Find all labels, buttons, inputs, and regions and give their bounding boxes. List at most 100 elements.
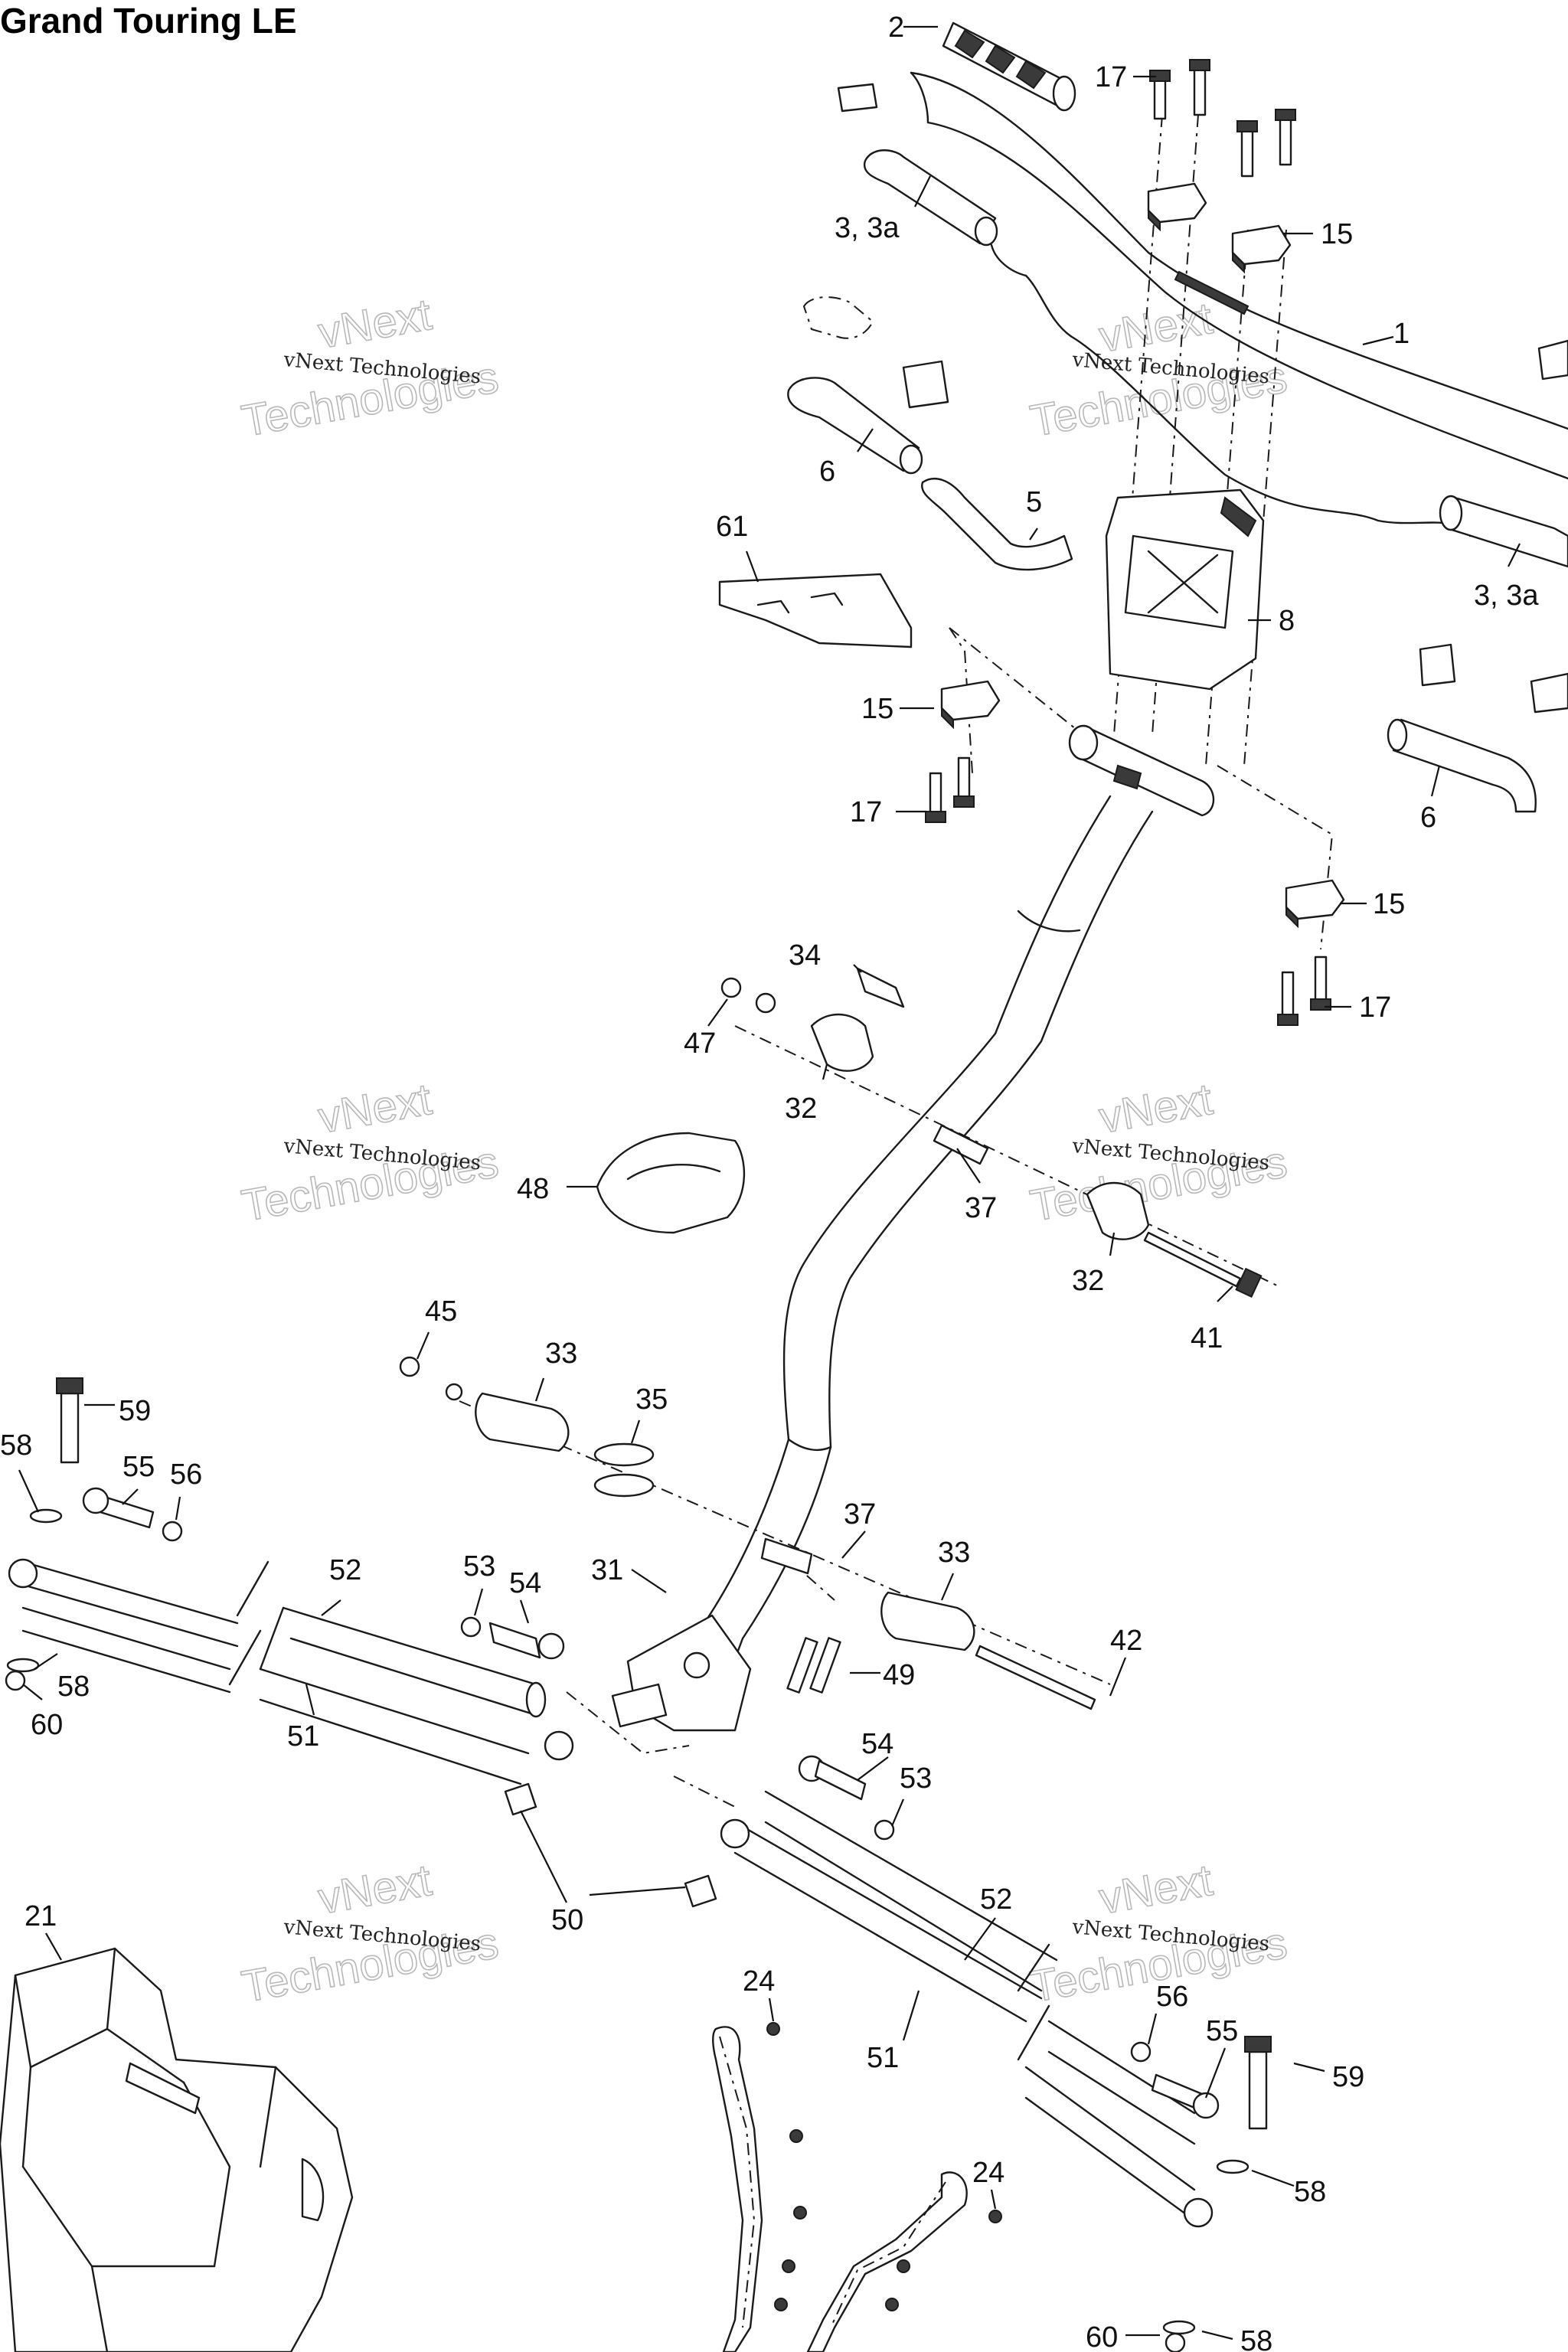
callout-61: 61 xyxy=(716,511,748,543)
end-plug-right xyxy=(1537,339,1568,381)
watermark-left-3: vNext Technologies vNext Technologies xyxy=(237,1854,502,2012)
riser-clamp-mid xyxy=(940,680,1001,730)
cover-48 xyxy=(596,1132,746,1234)
leader-lines xyxy=(18,25,1521,2341)
steering-column xyxy=(611,724,1215,1732)
watermark-left-2: vNext Technologies vNext Technologies xyxy=(237,1073,502,1231)
callout-60: 60 xyxy=(1086,2321,1118,2352)
bolt-42 xyxy=(975,1645,1096,1710)
watermark-large-top: vNext xyxy=(315,289,435,358)
callout-15: 15 xyxy=(861,693,893,725)
callout-21: 21 xyxy=(24,1900,57,1932)
callout-41: 41 xyxy=(1191,1322,1223,1354)
callout-24: 24 xyxy=(743,1965,775,1998)
callout-50: 50 xyxy=(551,1904,583,1936)
callout-24: 24 xyxy=(972,2157,1004,2189)
handlebar-assembly xyxy=(837,21,1568,813)
callout-42: 42 xyxy=(1110,1625,1142,1657)
callout-3-3a: 3, 3a xyxy=(1474,580,1539,612)
callout-3-3a: 3, 3a xyxy=(835,212,900,244)
bolt-41 xyxy=(1143,1231,1242,1288)
callout-49: 49 xyxy=(883,1659,915,1691)
riser-clamp-top-1 xyxy=(1147,182,1207,232)
heater-cable xyxy=(1024,274,1472,537)
callout-32: 32 xyxy=(1072,1265,1104,1297)
watermark-left-1: vNext Technologies vNext Technologies xyxy=(237,289,502,446)
riser-clamp-right xyxy=(1285,879,1345,929)
link-33-upper xyxy=(475,1392,570,1452)
grip-heater-left xyxy=(863,149,1027,277)
end-plug-left xyxy=(837,83,878,113)
callout-56: 56 xyxy=(170,1459,202,1491)
callout-54: 54 xyxy=(861,1728,893,1760)
callout-52: 52 xyxy=(329,1554,361,1586)
bolts-right xyxy=(1277,956,1331,1026)
callout-33: 33 xyxy=(545,1338,577,1370)
callout-17: 17 xyxy=(850,796,882,828)
callout-31: 31 xyxy=(591,1554,623,1586)
watermark-large-top: vNext xyxy=(1096,1855,1216,1924)
callout-48: 48 xyxy=(517,1173,549,1205)
callout-5: 5 xyxy=(1026,486,1042,518)
callout-17: 17 xyxy=(1359,991,1391,1024)
callout-51: 51 xyxy=(287,1720,319,1753)
callout-59: 59 xyxy=(119,1395,151,1427)
callout-2: 2 xyxy=(888,11,904,44)
callout-58: 58 xyxy=(0,1429,32,1462)
grip-tube-left xyxy=(787,377,923,475)
mounting-plate xyxy=(718,573,913,648)
handlebar xyxy=(910,71,1568,430)
lower-mount-hardware xyxy=(399,1356,1096,1710)
clamp-32-upper xyxy=(810,1013,874,1072)
brackets-24 xyxy=(712,2022,1002,2352)
callout-37: 37 xyxy=(844,1498,876,1530)
bushing-34 xyxy=(856,967,905,1008)
callout-58: 58 xyxy=(57,1671,90,1703)
tie-rods-left xyxy=(5,1377,574,1785)
grip-tube-right xyxy=(1387,718,1537,813)
upper-mount-hardware xyxy=(596,967,1263,1298)
bolts-mid xyxy=(925,756,975,823)
instrument-cowl xyxy=(0,1947,354,2352)
diagram-title: Grand Touring LE xyxy=(0,1,297,41)
callout-32: 32 xyxy=(785,1093,817,1125)
watermark-right-2: vNext Technologies vNext Technologies xyxy=(1026,1073,1291,1231)
callout-labels: 2 17 3, 3a 15 1 6 5 61 3, 3a 8 15 17 6 1… xyxy=(0,11,1539,2352)
riser-clamp-top-2 xyxy=(1231,224,1292,274)
callout-52: 52 xyxy=(980,1883,1012,1916)
callout-55: 55 xyxy=(122,1451,155,1483)
watermark-large-top: vNext xyxy=(315,1855,435,1924)
callout-51: 51 xyxy=(867,2042,899,2074)
callout-6: 6 xyxy=(819,456,835,488)
callout-17: 17 xyxy=(1095,61,1127,93)
callout-15: 15 xyxy=(1321,218,1353,250)
handlebar-riser xyxy=(1105,488,1265,691)
callout-37: 37 xyxy=(965,1192,997,1224)
grip-heater-right xyxy=(1439,495,1568,568)
watermark-large-top: vNext xyxy=(315,1074,435,1143)
callout-6: 6 xyxy=(1420,802,1436,834)
callout-53: 53 xyxy=(463,1550,495,1583)
hose xyxy=(921,477,1073,571)
clamp-32-lower xyxy=(1086,1181,1150,1240)
callout-47: 47 xyxy=(684,1027,716,1060)
callout-8: 8 xyxy=(1279,605,1295,637)
callout-59: 59 xyxy=(1332,2061,1364,2093)
callout-34: 34 xyxy=(789,939,821,972)
callout-53: 53 xyxy=(900,1762,932,1795)
grip-left xyxy=(942,21,1076,112)
sleeve xyxy=(902,360,949,409)
spacer-37-lower xyxy=(760,1537,813,1575)
callout-56: 56 xyxy=(1156,1981,1188,2013)
spacer-37-upper xyxy=(933,1124,989,1165)
callout-58: 58 xyxy=(1294,2176,1326,2208)
callout-33: 33 xyxy=(938,1537,970,1569)
callout-15: 15 xyxy=(1373,888,1405,920)
nut-45 xyxy=(399,1356,420,1377)
tie-rods-right xyxy=(504,1755,1272,2352)
left-upper-parts xyxy=(718,296,1345,1026)
link-33-lower xyxy=(880,1591,975,1651)
callout-54: 54 xyxy=(509,1567,541,1599)
bushing-35 xyxy=(593,1442,655,1467)
